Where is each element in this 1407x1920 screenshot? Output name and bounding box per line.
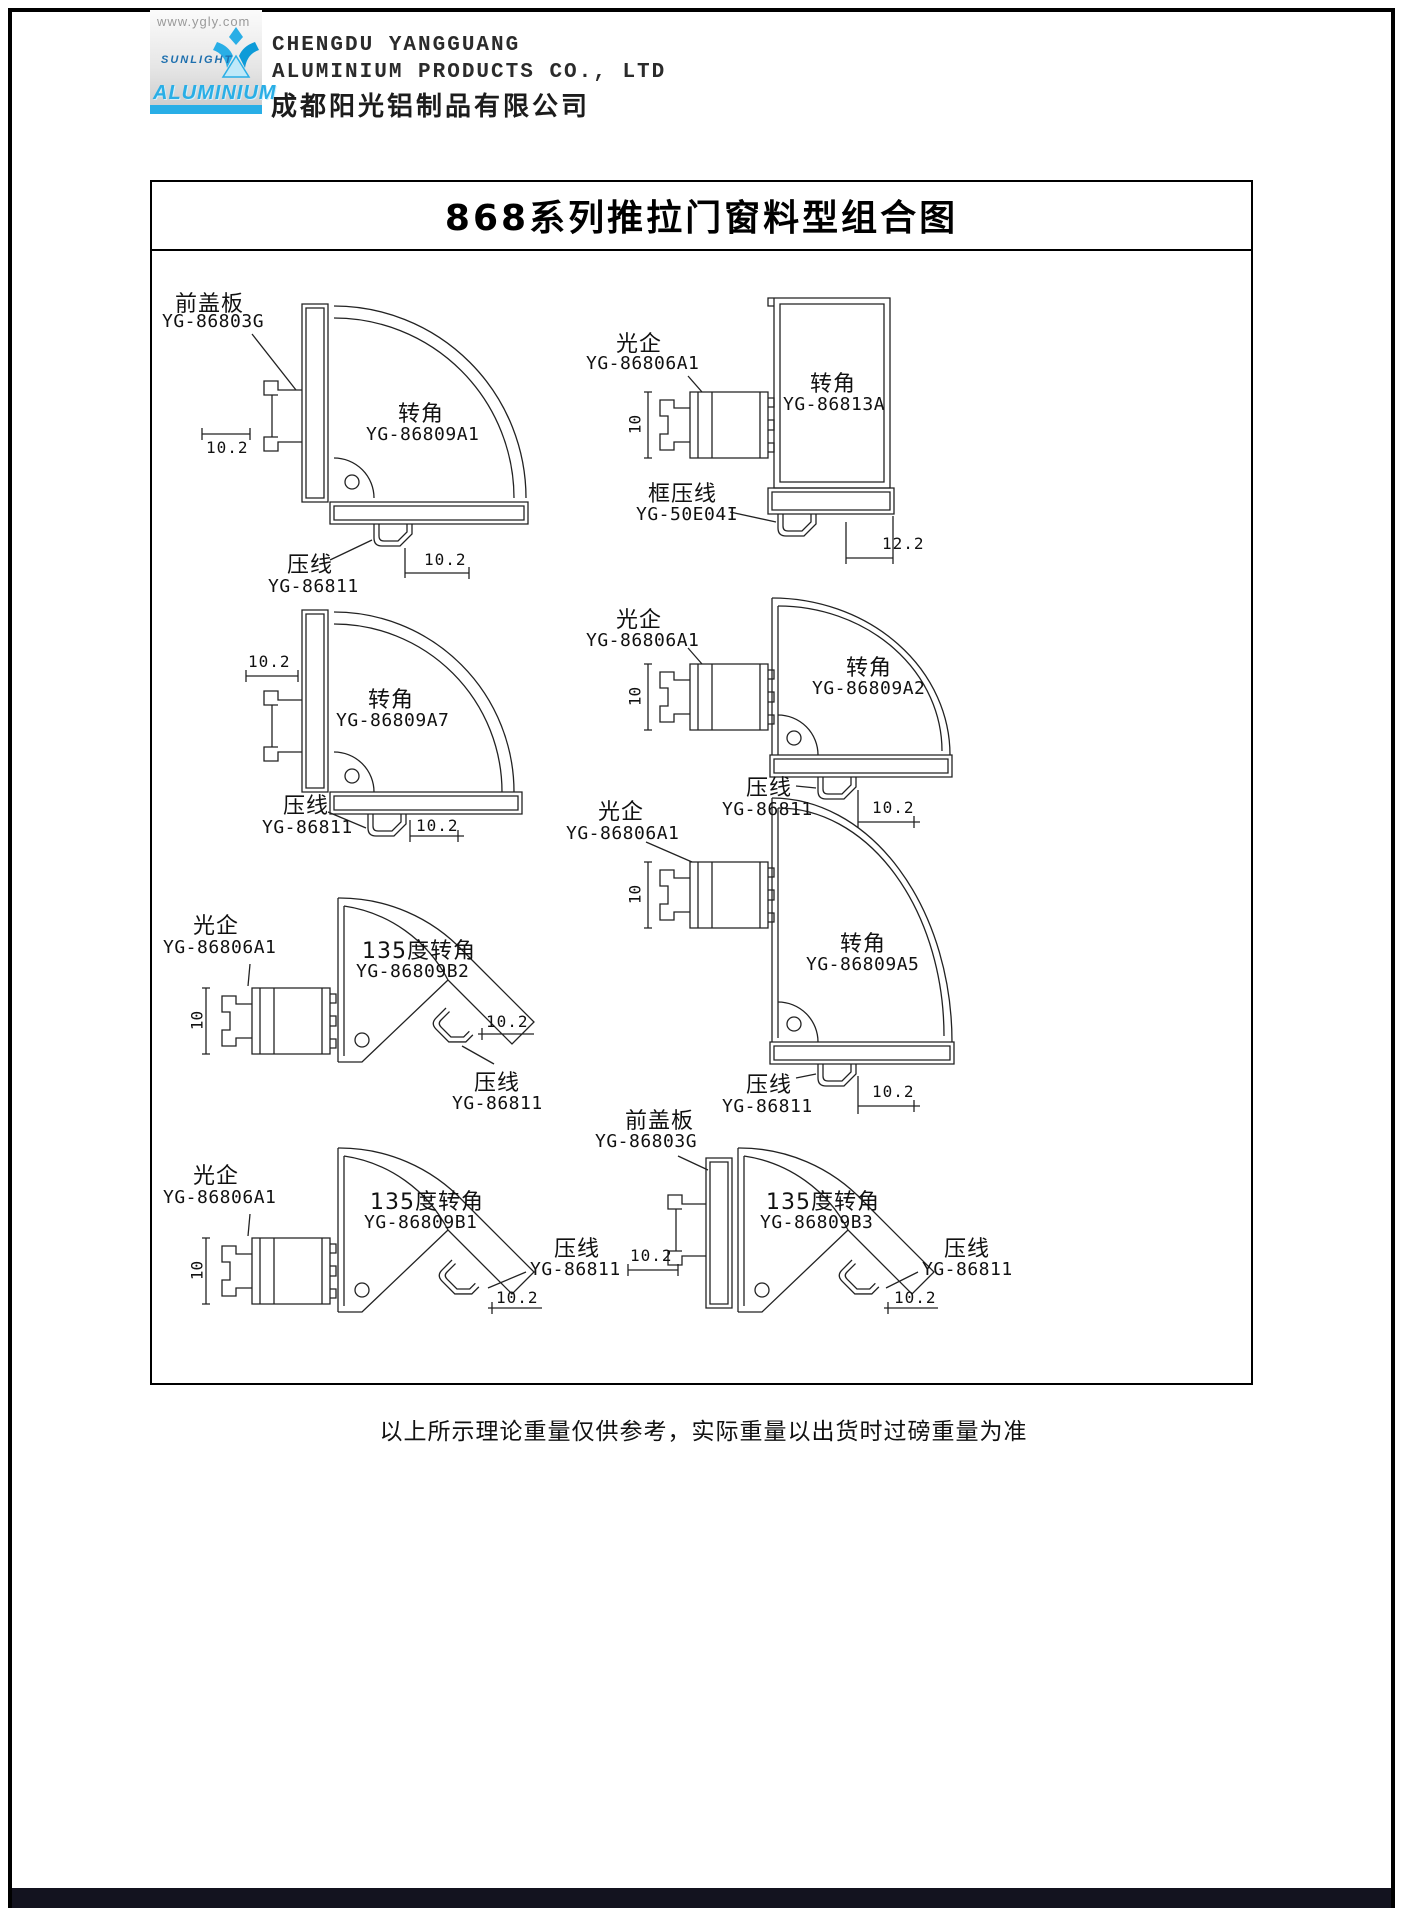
part-number: YG-86809B2 [356,961,470,982]
part-number: YG-86813A [783,394,886,415]
part-number: YG-86809B3 [760,1212,874,1233]
callout-label: 光企 [193,1164,240,1189]
diagram-6-linework [644,797,955,1114]
part-number: YG-86803G [595,1131,698,1152]
callout-label: 框压线 [648,482,718,507]
dimension-label: 10.2 [630,1246,673,1265]
profile-name: 135度转角 [370,1190,484,1215]
callout-label: 压线 [746,776,793,801]
bottom-bar [12,1888,1391,1908]
profile-name: 转角 [846,656,893,681]
dimension-label: 10.2 [416,816,459,835]
diagram-2-linework [644,297,895,564]
drawing-frame [150,180,1253,1385]
part-number: YG-86811 [530,1259,621,1280]
company-name-en-line1: CHENGDU YANGGUANG [272,34,521,57]
part-number: YG-86811 [722,799,813,820]
callout-label: 压线 [474,1071,521,1096]
weight-disclaimer: 以上所示理论重量仅供参考，实际重量以出货时过磅重量为准 [379,1419,1028,1445]
callout-label: 压线 [746,1073,793,1098]
part-number: YG-86811 [722,1096,813,1117]
part-number: YG-86811 [452,1093,543,1114]
dimension-label: 10 [625,884,645,905]
dimension-label: 10.2 [206,438,249,457]
part-number: YG-86806A1 [586,353,700,374]
logo-text-aluminium: ALUMINIUM [153,82,277,104]
dimension-label: 10 [625,686,645,707]
dimension-label: 10.2 [496,1288,539,1307]
profile-name: 转角 [840,932,887,957]
part-number: YG-86806A1 [163,1187,277,1208]
dimension-label: 10.2 [248,652,291,671]
dimension-label: 10 [187,1010,207,1031]
logo-accent-strip [150,105,262,114]
callout-label: 前盖板 [625,1109,695,1134]
part-number: YG-86809A2 [812,678,926,699]
diagram-3-linework [245,609,523,842]
diagram-1-linework [201,303,529,579]
profile-name: 转角 [810,372,857,397]
part-number: YG-86806A1 [586,630,700,651]
company-logo: www.ygly.com SUNLIGHT ALUMINIUM [150,10,275,114]
diagram-4-linework [644,597,953,828]
dimension-label: 10.2 [424,550,467,569]
diagram-8-linework [627,1147,938,1314]
website-url: www.ygly.com [157,14,251,29]
callout-label: 光企 [616,332,663,357]
dimension-label: 10.2 [872,798,915,817]
part-number: YG-86806A1 [163,937,277,958]
diagram-5-linework [202,897,535,1065]
dimension-label: 10.2 [894,1288,937,1307]
callout-label: 压线 [944,1237,991,1262]
part-number: YG-50E04I [636,504,739,525]
callout-label: 压线 [554,1237,601,1262]
part-number: YG-86811 [262,817,353,838]
callout-label: 前盖板 [175,292,245,317]
callout-label: 光企 [616,608,663,633]
callout-label: 光企 [193,914,240,939]
dimension-label: 10 [187,1260,207,1281]
part-number: YG-86809B1 [364,1212,478,1233]
sheet-title: 868系列推拉门窗料型组合图 [444,197,959,239]
part-number: YG-86803G [162,311,265,332]
profile-name: 135度转角 [766,1190,880,1215]
sheet-title-bar: 868系列推拉门窗料型组合图 [150,180,1253,251]
logo-text-sunlight: SUNLIGHT [161,54,234,66]
part-number: YG-86811 [268,576,359,597]
dimension-label: 10 [625,414,645,435]
profile-name: 转角 [398,402,445,427]
dimension-label: 12.2 [882,534,925,553]
profile-name: 135度转角 [362,939,476,964]
part-number: YG-86809A5 [806,954,920,975]
diagram-7-linework [202,1147,542,1314]
profile-name: 转角 [368,688,415,713]
callout-label: 压线 [287,553,334,578]
part-number: YG-86809A1 [366,424,480,445]
company-name-cn: 成都阳光铝制品有限公司 [271,92,591,122]
callout-label: 压线 [283,794,330,819]
part-number: YG-86811 [922,1259,1013,1280]
part-number: YG-86806A1 [566,823,680,844]
part-number: YG-86809A7 [336,710,450,731]
dimension-label: 10.2 [486,1012,529,1031]
callout-label: 光企 [598,800,645,825]
sunlight-logo-icon [213,27,259,78]
dimension-label: 10.2 [872,1082,915,1101]
company-name-en-line2: ALUMINIUM PRODUCTS CO., LTD [272,61,667,84]
